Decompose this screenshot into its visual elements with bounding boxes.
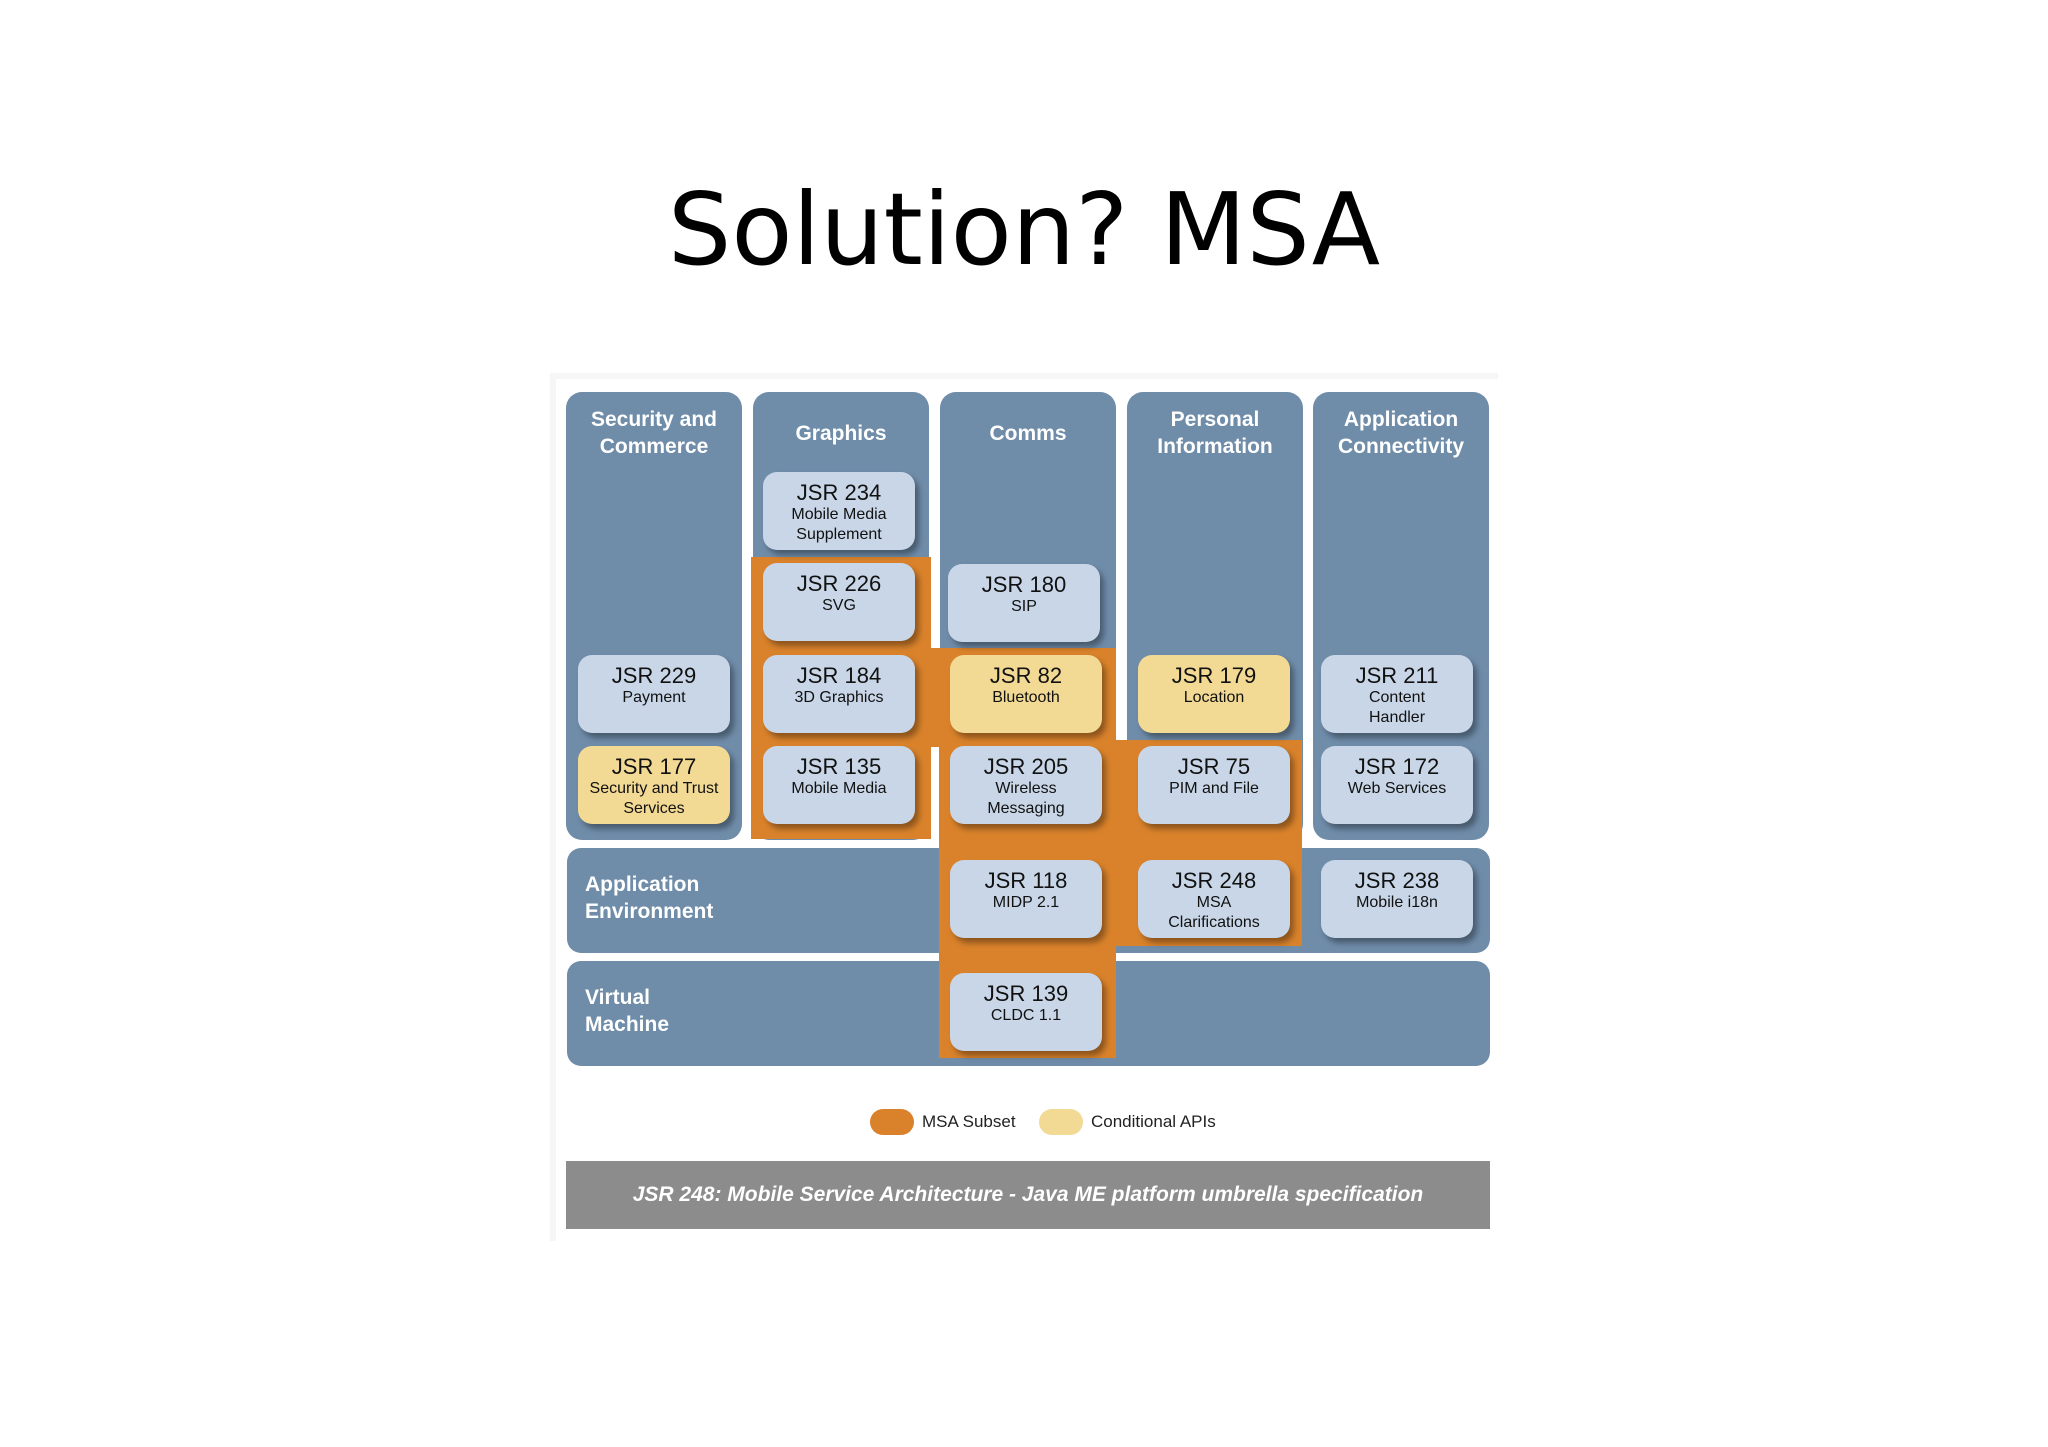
- jsr-description: Bluetooth: [992, 689, 1060, 706]
- jsr-description: Security and Trust Services: [589, 780, 719, 817]
- jsr-box: JSR 226 SVG: [763, 563, 915, 641]
- jsr-description: MIDP 2.1: [992, 894, 1060, 911]
- jsr-number: JSR 139: [983, 981, 1069, 1006]
- jsr-number: JSR 135: [796, 754, 882, 779]
- jsr-description: Mobile i18n: [1356, 894, 1438, 911]
- jsr-description: Payment: [622, 689, 686, 706]
- jsr-description: PIM and File: [1169, 780, 1259, 797]
- jsr-number: JSR 172: [1354, 754, 1440, 779]
- jsr-box: JSR 180 SIP: [948, 564, 1100, 642]
- jsr-number: JSR 118: [984, 868, 1068, 893]
- jsr-number: JSR 205: [983, 754, 1069, 779]
- jsr-description: Web Services: [1347, 780, 1447, 797]
- column-title: Application Connectivity: [1337, 408, 1465, 458]
- jsr-box: JSR 179 Location: [1138, 655, 1290, 733]
- jsr-number: JSR 177: [611, 754, 697, 779]
- column-title: Comms: [989, 422, 1067, 445]
- jsr-number: JSR 82: [989, 663, 1063, 688]
- legend-item-msa-subset: MSA Subset: [870, 1107, 1016, 1137]
- jsr-box: JSR 248 MSA Clarifications: [1138, 860, 1290, 938]
- legend-item-conditional-apis: Conditional APIs: [1039, 1107, 1216, 1137]
- jsr-description: Wireless Messaging: [987, 780, 1065, 817]
- legend-label: Conditional APIs: [1091, 1112, 1216, 1131]
- footer-banner: JSR 248: Mobile Service Architecture - J…: [566, 1161, 1490, 1229]
- column-title: Personal Information: [1157, 408, 1273, 458]
- legend-swatch: [870, 1109, 914, 1135]
- jsr-description: SVG: [822, 597, 856, 614]
- jsr-box: JSR 75 PIM and File: [1138, 746, 1290, 824]
- jsr-number: JSR 180: [981, 572, 1067, 597]
- jsr-number: JSR 238: [1354, 868, 1440, 893]
- jsr-number: JSR 234: [796, 480, 882, 505]
- jsr-box: JSR 172 Web Services: [1321, 746, 1473, 824]
- slide-title: Solution? MSA: [667, 171, 1381, 288]
- jsr-box: JSR 135 Mobile Media: [763, 746, 915, 824]
- jsr-number: JSR 75: [1177, 754, 1251, 779]
- legend-swatch: [1039, 1109, 1083, 1135]
- jsr-number: JSR 248: [1171, 868, 1257, 893]
- jsr-description: CLDC 1.1: [990, 1007, 1062, 1024]
- jsr-number: JSR 226: [796, 571, 882, 596]
- row-label: Application Environment: [585, 873, 714, 923]
- jsr-box: JSR 139 CLDC 1.1: [950, 973, 1102, 1051]
- jsr-box: JSR 184 3D Graphics: [763, 655, 915, 733]
- jsr-box: JSR 238 Mobile i18n: [1321, 860, 1473, 938]
- jsr-description: 3D Graphics: [794, 689, 884, 706]
- jsr-box: JSR 205 Wireless Messaging: [950, 746, 1102, 824]
- jsr-number: JSR 211: [1355, 663, 1439, 688]
- column-title: Security and Commerce: [590, 408, 718, 458]
- jsr-box: JSR 234 Mobile Media Supplement: [763, 472, 915, 550]
- jsr-box: JSR 177 Security and Trust Services: [578, 746, 730, 824]
- jsr-description: MSA Clarifications: [1168, 894, 1260, 931]
- column-title: Graphics: [795, 422, 887, 445]
- row-label: Virtual Machine: [585, 986, 670, 1036]
- jsr-description: Location: [1183, 689, 1245, 706]
- jsr-description: Content Handler: [1368, 689, 1426, 726]
- jsr-box: JSR 118 MIDP 2.1: [950, 860, 1102, 938]
- jsr-box: JSR 229 Payment: [578, 655, 730, 733]
- jsr-box: JSR 211 Content Handler: [1321, 655, 1473, 733]
- jsr-description: SIP: [1011, 598, 1037, 615]
- jsr-number: JSR 184: [796, 663, 882, 688]
- jsr-number: JSR 179: [1171, 663, 1257, 688]
- jsr-description: Mobile Media Supplement: [791, 506, 887, 543]
- legend-label: MSA Subset: [922, 1112, 1016, 1131]
- jsr-number: JSR 229: [611, 663, 697, 688]
- jsr-description: Mobile Media: [791, 780, 887, 797]
- jsr-box: JSR 82 Bluetooth: [950, 655, 1102, 733]
